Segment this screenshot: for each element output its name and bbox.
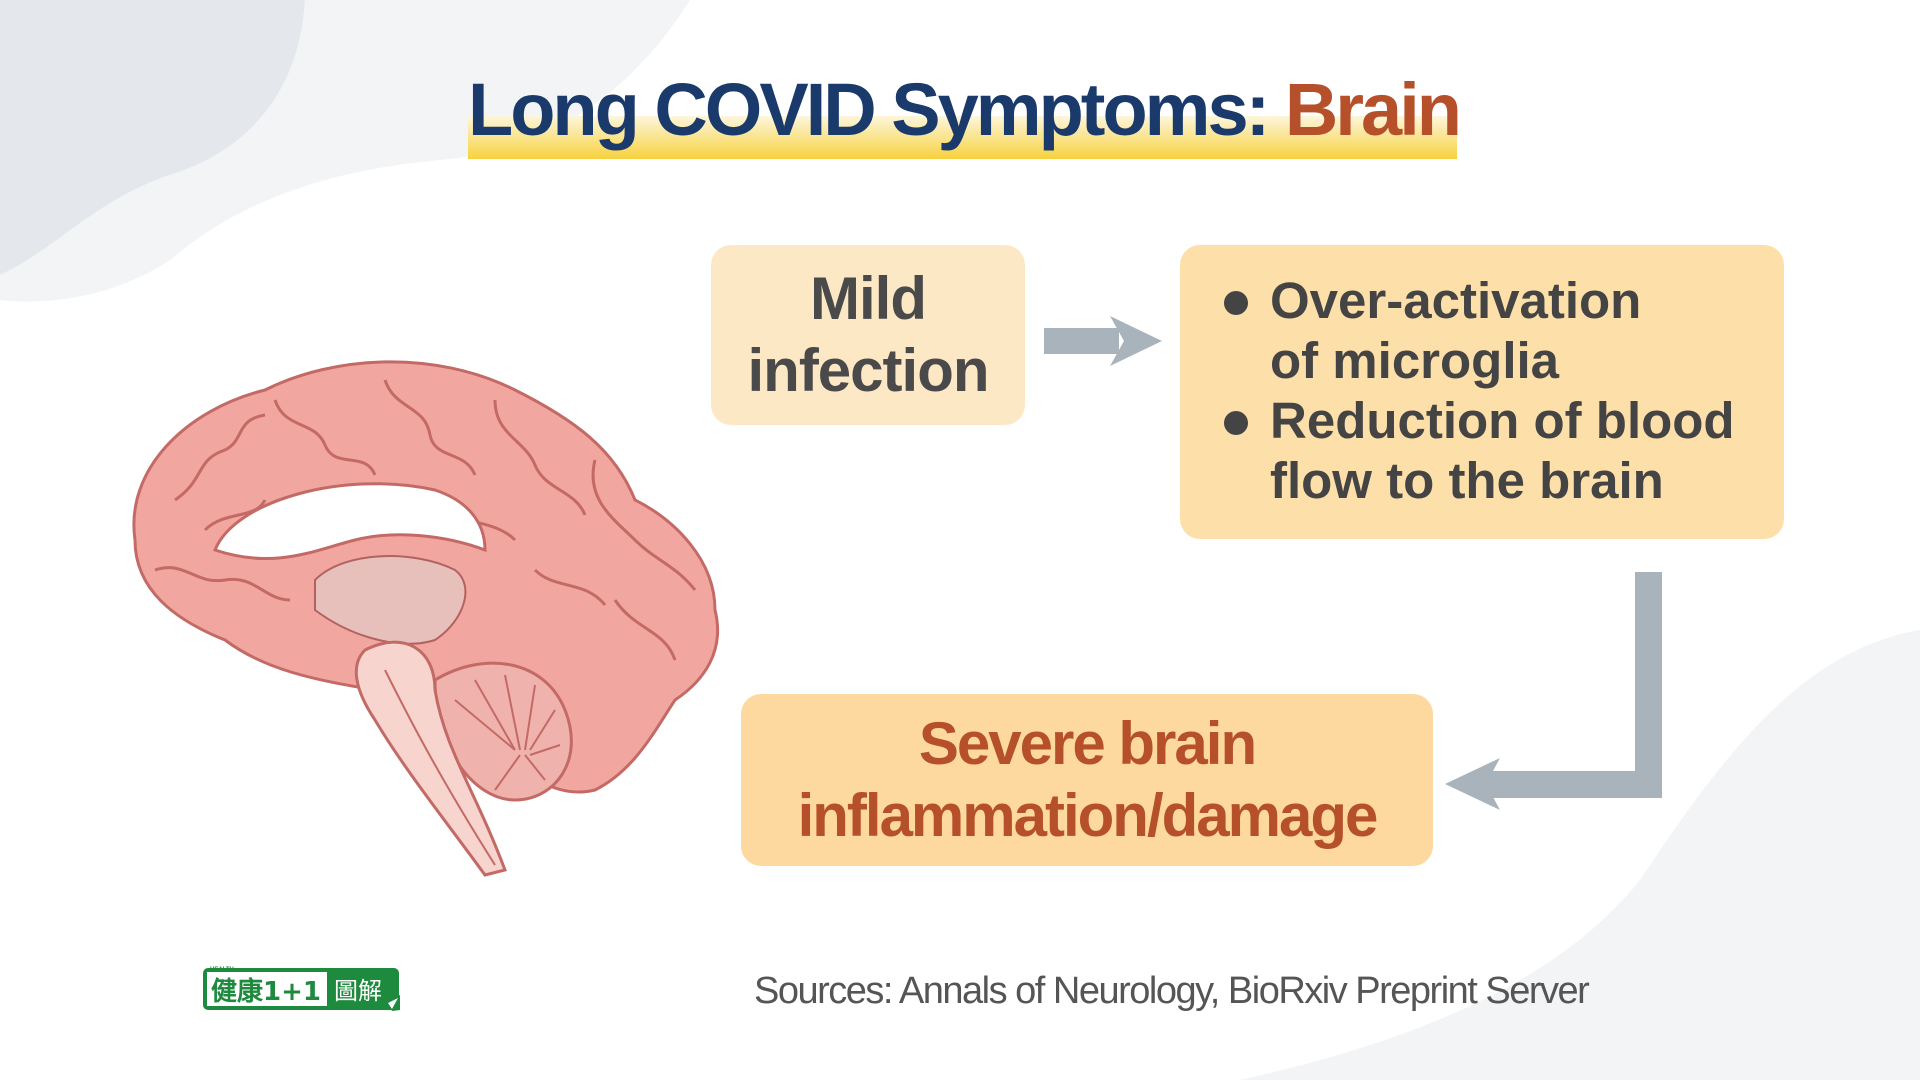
title-main: Long COVID Symptoms: <box>468 68 1285 151</box>
arrow-down-left-icon <box>1445 572 1662 810</box>
effect-line: of microglia <box>1270 332 1560 389</box>
effect-line: flow to the brain <box>1270 452 1664 509</box>
effect-item: Over-activation of microglia <box>1180 271 1784 391</box>
result-box: Severe brain inflammation/damage <box>741 694 1433 866</box>
title-accent: Brain <box>1284 68 1462 151</box>
health-1plus1-logo: HEALTH 健康1+1 圖解 <box>203 967 400 1011</box>
svg-text:健康1+1: 健康1+1 <box>211 976 321 1007</box>
effect-item: Reduction of blood flow to the brain <box>1180 391 1784 511</box>
brain-illustration <box>132 360 720 877</box>
effect-line: Over-activation <box>1270 272 1642 329</box>
title-block: Long COVID Symptoms: Brain <box>468 60 1462 160</box>
mild-infection-box: Mild infection <box>711 245 1025 425</box>
result-line: inflammation/damage <box>797 782 1379 849</box>
arrow-right-icon <box>1044 316 1162 366</box>
bullet-icon <box>1224 411 1248 435</box>
result-line: Severe brain <box>918 710 1257 777</box>
effect-line: Reduction of blood <box>1270 392 1735 449</box>
effects-box: Over-activation of microglia Reduction o… <box>1180 245 1784 539</box>
bullet-icon <box>1224 291 1248 315</box>
svg-text:HEALTH: HEALTH <box>210 967 234 973</box>
sources-text: Sources: Annals of Neurology, BioRxiv Pr… <box>754 970 1590 1012</box>
title-highlight <box>468 116 1457 159</box>
svg-text:圖解: 圖解 <box>334 977 382 1005</box>
page-title: Long COVID Symptoms: Brain <box>468 60 1462 160</box>
box-line: Mild <box>810 265 927 332</box>
box-line: infection <box>747 337 990 404</box>
